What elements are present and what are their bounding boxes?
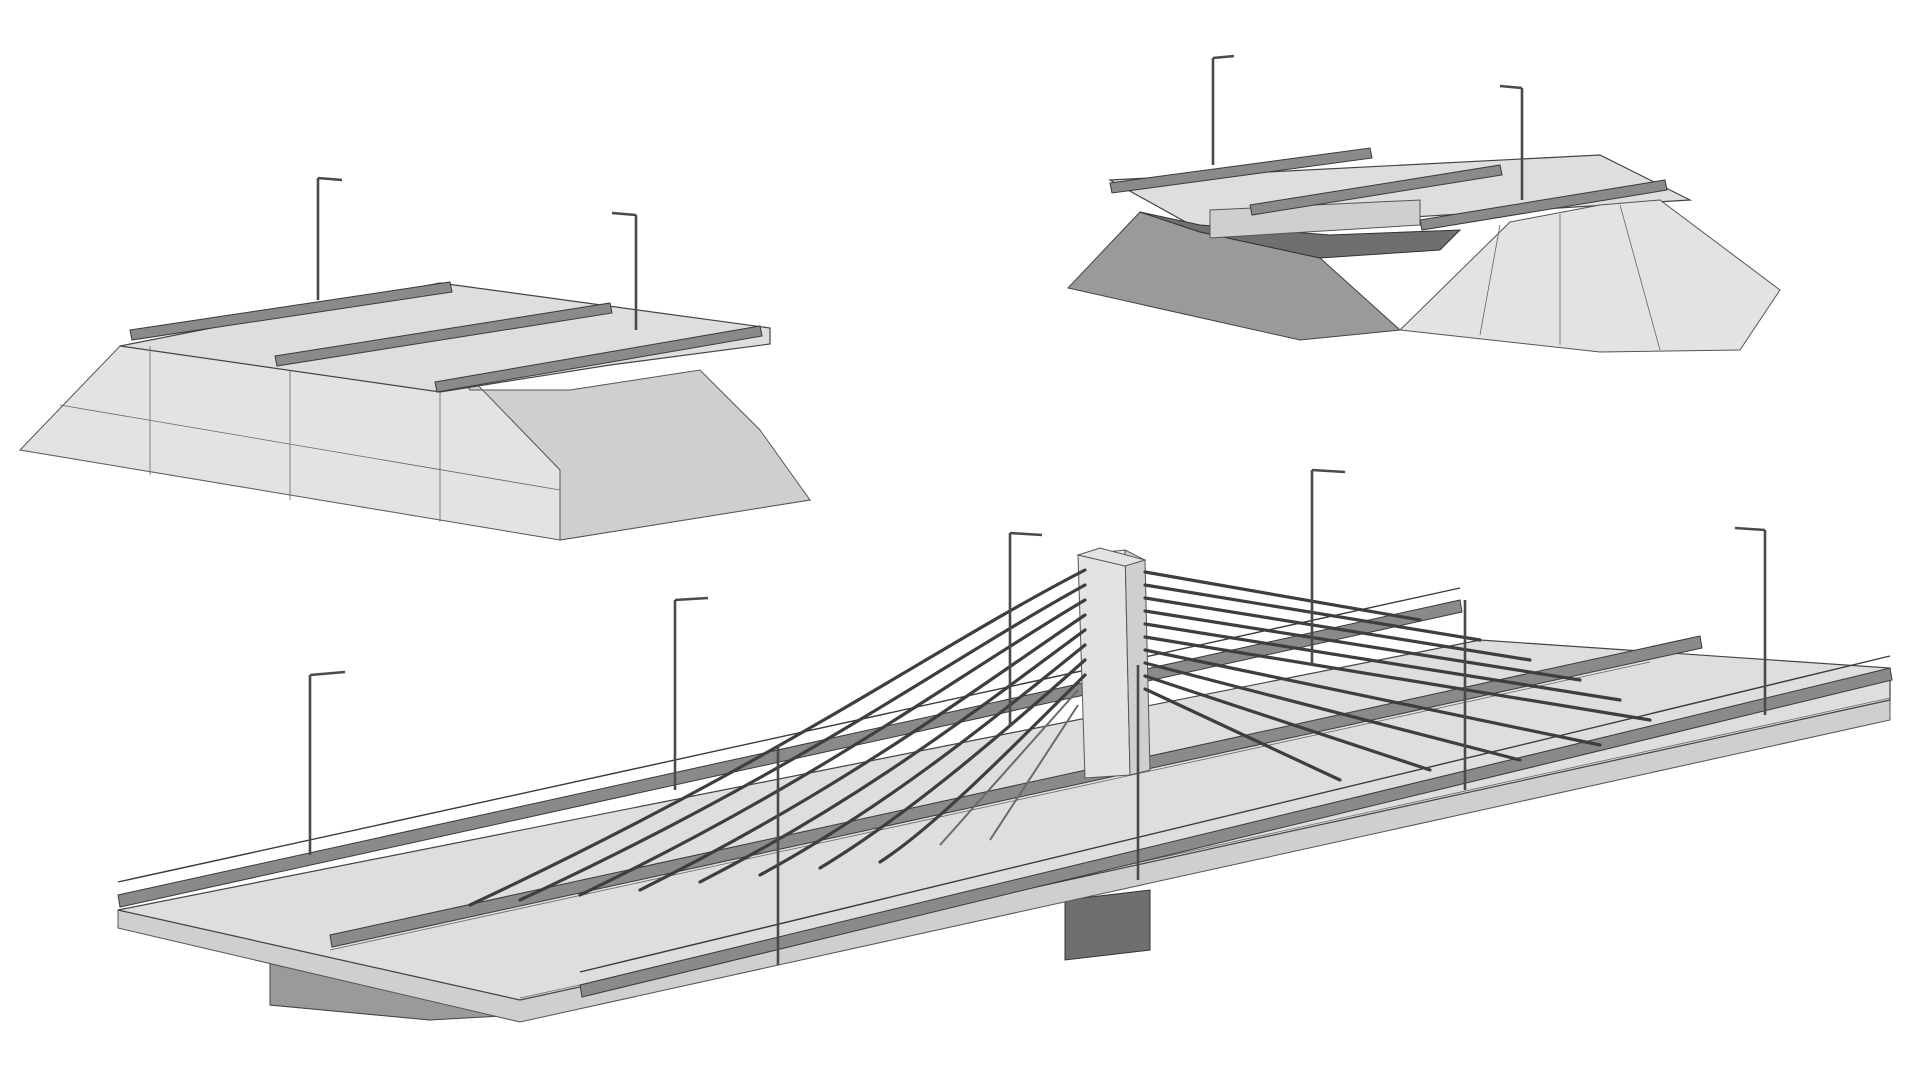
abutment-right (1067, 54, 1781, 353)
abutment-left-lamp-1 (316, 176, 343, 300)
abutment-right-seam-3 (1479, 224, 1501, 336)
bridge-lamp-3 (1008, 531, 1043, 725)
bridge-lamp-5 (1734, 526, 1767, 715)
abutment-right-seam-2 (1619, 204, 1661, 351)
abutment-left-joint-4 (19, 449, 441, 521)
bridge-pylon-side (1124, 549, 1151, 776)
abutment-left-railing-1 (129, 281, 453, 341)
bridge-pier (1064, 889, 1151, 961)
abutment-left-railing-3 (434, 325, 763, 393)
abutment-left-slope-face (439, 345, 811, 541)
cable-stayed-bridge (117, 468, 1893, 1023)
abutment-right-lamp-1 (1211, 54, 1235, 165)
abutment-right-lamp-2 (1499, 84, 1524, 200)
abutment-right-railing-1 (1109, 147, 1373, 194)
abutment-left-lamp-2 (611, 211, 638, 330)
abutment-right-railing-3 (1419, 179, 1668, 231)
abutment-left (18, 176, 812, 541)
abutment-right-railing-2 (1249, 164, 1503, 216)
bridge-railing-near-top (579, 655, 1891, 973)
bridge-pylon-top (1076, 547, 1147, 567)
abutment-left-joint-5 (59, 404, 561, 491)
bridge-backstay-cables (468, 568, 1087, 907)
bridge-lamp-1 (308, 670, 346, 855)
bridge-railing-near (579, 667, 1893, 998)
abutment-right-right-wing (1398, 199, 1781, 353)
bridge-main-span-cables (1143, 570, 1652, 782)
bridge-lamp-2 (673, 596, 709, 790)
bridge-lamp-4 (1310, 468, 1346, 665)
abutment-left-railing-2 (274, 302, 613, 367)
